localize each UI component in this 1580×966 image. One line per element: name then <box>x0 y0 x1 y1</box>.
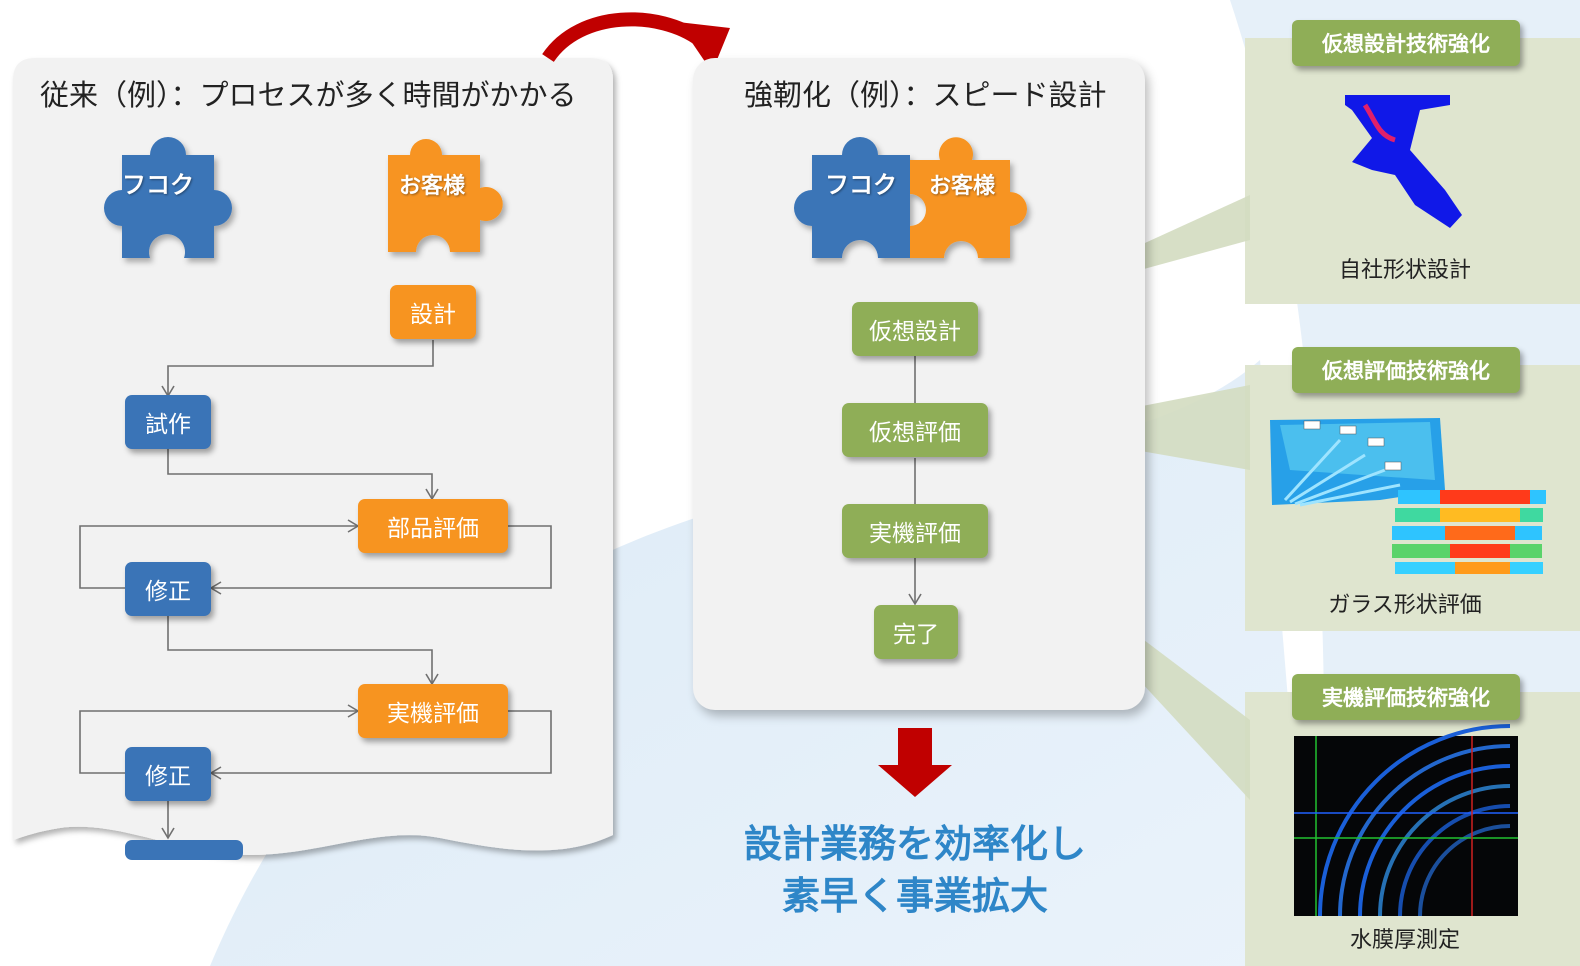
shape-design-image <box>1345 95 1462 228</box>
puzzle-piece-fukoku-left <box>104 137 232 258</box>
caption-water-film: 水膜厚測定 <box>1349 928 1460 953</box>
caption-glass-evaluation: ガラス形状評価 <box>1328 593 1482 618</box>
step-prototype: 試作 <box>125 395 211 449</box>
result-line-2: 素早く事業拡大 <box>781 874 1048 918</box>
puzzle-label-fukoku-left: フコク <box>122 171 194 199</box>
tag-virtual-evaluation-tech: 仮想評価技術強化 <box>1292 347 1520 393</box>
puzzle-label-fukoku-right: フコク <box>825 171 897 199</box>
glass-evaluation-image <box>1270 418 1546 574</box>
right-panel-title: 強靭化（例）：スピード設計 <box>744 78 1107 112</box>
step-real-evaluation: 実機評価 <box>358 684 508 738</box>
step-design: 設計 <box>390 285 476 339</box>
left-panel-bg <box>13 58 613 855</box>
step-fix-2: 修正 <box>125 747 211 801</box>
puzzle-piece-customer-left <box>388 139 503 252</box>
step-real-evaluation-right: 実機評価 <box>842 504 988 558</box>
tag-virtual-design-tech: 仮想設計技術強化 <box>1292 20 1520 66</box>
puzzle-label-customer-left: お客様 <box>399 174 466 199</box>
cut-off-step-box <box>125 840 243 860</box>
tag-real-evaluation-tech: 実機評価技術強化 <box>1292 674 1520 720</box>
step-virtual-design: 仮想設計 <box>852 302 978 356</box>
result-line-1: 設計業務を効率化し <box>743 822 1086 866</box>
water-film-image <box>1294 724 1518 917</box>
step-parts-evaluation: 部品評価 <box>358 499 508 553</box>
caption-shape-design: 自社形状設計 <box>1338 258 1471 283</box>
step-fix-1: 修正 <box>125 562 211 616</box>
result-down-arrow <box>878 728 952 797</box>
step-done: 完了 <box>874 605 958 659</box>
puzzle-label-customer-right: お客様 <box>929 174 996 199</box>
step-virtual-evaluation: 仮想評価 <box>842 403 988 457</box>
left-panel-title: 従来（例）：プロセスが多く時間がかかる <box>40 78 577 112</box>
transition-arrow <box>542 12 705 63</box>
